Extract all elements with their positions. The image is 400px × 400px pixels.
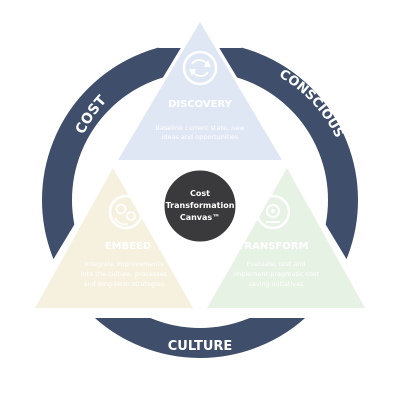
embeed-desc-line-3: and long-term strategies bbox=[84, 280, 165, 288]
transform-section bbox=[207, 168, 365, 308]
embeed-desc-line-1: Integrate improvements bbox=[85, 260, 165, 268]
center-line-1: Cost bbox=[190, 189, 210, 198]
embeed-section bbox=[35, 168, 193, 308]
embeed-icon bbox=[108, 194, 144, 230]
transform-title: TRANSFORM bbox=[238, 241, 309, 252]
discovery-section bbox=[118, 22, 282, 160]
center-hub bbox=[159, 165, 241, 247]
embeed-title: EMBEED bbox=[105, 241, 151, 252]
transform-icon bbox=[255, 194, 291, 230]
transform-desc-line-3: saving initiatives bbox=[249, 280, 305, 288]
center-line-2: Transformation bbox=[166, 201, 235, 210]
discovery-title: DISCOVERY bbox=[168, 99, 233, 110]
discovery-desc-line-1: Baseline current state, new bbox=[155, 124, 245, 132]
discovery-desc-line-2: ideas and opportunities bbox=[162, 133, 239, 141]
transform-desc-line-1: Evaluate, test and bbox=[246, 260, 305, 268]
discovery-icon bbox=[182, 50, 218, 86]
embeed-desc-line-2: into the culture, processes bbox=[81, 270, 168, 278]
transform-desc-line-2: implement pragmatic cost bbox=[233, 270, 319, 278]
ring-label-culture: CULTURE bbox=[168, 339, 233, 354]
center-line-3: Canvas™ bbox=[180, 213, 220, 222]
